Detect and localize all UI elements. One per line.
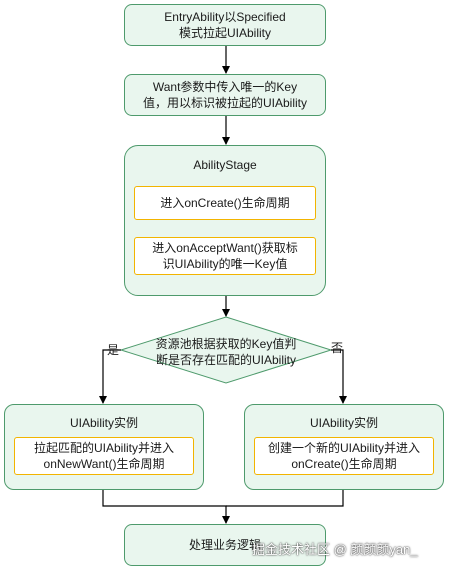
want-node: Want参数中传入唯一的Key 值，用以标识被拉起的UIAbility xyxy=(124,74,326,116)
arrow-decision-yes xyxy=(99,349,121,404)
start-node: EntryAbility以Specified 模式拉起UIAbility xyxy=(124,4,326,46)
yes-label: 是 xyxy=(107,343,120,357)
oncreate-step-text: 进入onCreate()生命周期 xyxy=(160,196,290,210)
right-action-step: 创建一个新的UIAbility并进入 onCreate()生命周期 xyxy=(254,437,434,475)
left-instance-title: UIAbility实例 xyxy=(69,416,138,430)
oncreate-step: 进入onCreate()生命周期 xyxy=(134,186,316,220)
onacceptwant-step: 进入onAcceptWant()获取标 识UIAbility的唯一Key值 xyxy=(134,237,316,275)
decision-diamond xyxy=(119,316,333,384)
onacceptwant-step-text: 进入onAcceptWant()获取标 识UIAbility的唯一Key值 xyxy=(152,241,298,271)
arrow-decision-no xyxy=(331,349,347,404)
right-instance-title: UIAbility实例 xyxy=(309,416,378,430)
right-action-text: 创建一个新的UIAbility并进入 onCreate()生命周期 xyxy=(267,441,420,471)
arrow-left-merge xyxy=(102,490,230,524)
left-action-step: 拉起匹配的UIAbility并进入 onNewWant()生命周期 xyxy=(14,437,194,475)
start-node-text: EntryAbility以Specified 模式拉起UIAbility xyxy=(164,10,286,40)
arrow-right-merge xyxy=(226,490,344,507)
decision-text: 资源池根据获取的Key值判 断是否存在匹配的UIAbility xyxy=(155,337,297,367)
no-label: 否 xyxy=(331,341,344,355)
left-action-text: 拉起匹配的UIAbility并进入 onNewWant()生命周期 xyxy=(33,441,174,471)
end-node-text: 处理业务逻辑 xyxy=(188,538,261,552)
watermark: 掘金技术社区 @ 颜颜颜yan_ xyxy=(252,542,418,557)
want-node-text: Want参数中传入唯一的Key 值，用以标识被拉起的UIAbility xyxy=(142,80,307,110)
ability-stage-title: AbilityStage xyxy=(193,158,257,172)
end-node: 处理业务逻辑 xyxy=(124,524,326,566)
